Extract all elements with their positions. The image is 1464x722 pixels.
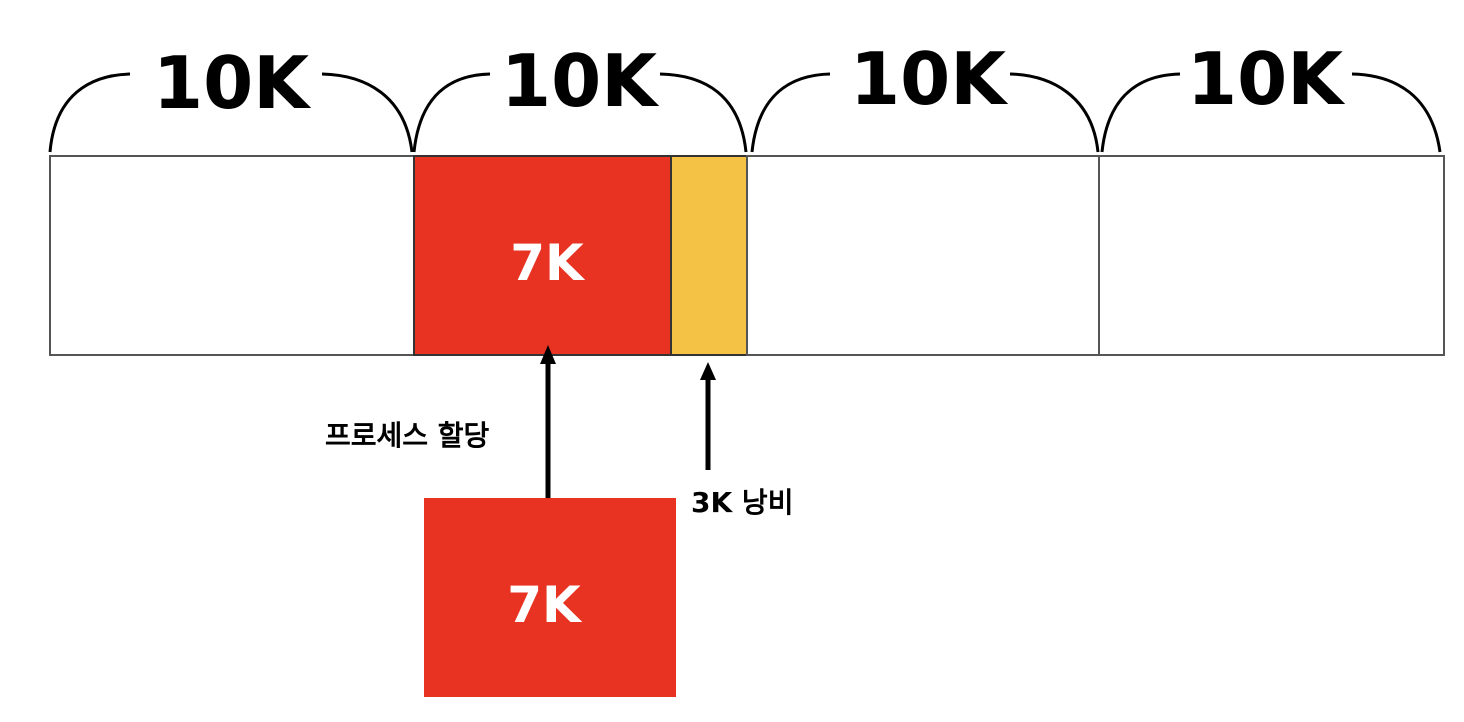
allocation-arrow	[540, 345, 556, 498]
wasted-block	[670, 155, 748, 356]
partition-size-label-3: 10K	[850, 37, 1008, 121]
partition-size-label-2: 10K	[501, 39, 659, 123]
size-brace-1	[48, 72, 414, 153]
incoming-process-block	[424, 498, 676, 697]
partition-3	[746, 155, 1100, 356]
waste-arrow	[700, 362, 716, 470]
size-brace-4	[1100, 72, 1442, 153]
size-brace-2	[412, 72, 748, 153]
allocated-block-label: 7K	[510, 234, 586, 292]
memory-bar: 7K	[49, 155, 1445, 356]
size-brace-3	[750, 72, 1100, 153]
incoming-process-label: 7K	[507, 576, 583, 634]
allocation-note: 프로세스 할당	[325, 419, 490, 452]
partition-1	[49, 155, 415, 356]
partition-4	[1098, 155, 1445, 356]
waste-note: 3K 낭비	[691, 486, 793, 519]
partition-size-label-4: 10K	[1187, 37, 1345, 121]
allocation-arrow-head	[540, 345, 556, 364]
size-labels: 10K 10K 10K 10K	[153, 37, 1345, 125]
incoming-process: 7K	[424, 498, 676, 697]
size-braces	[48, 72, 1442, 153]
waste-arrow-head	[700, 362, 716, 380]
partition-size-label-1: 10K	[153, 41, 311, 125]
allocated-block	[413, 155, 672, 356]
